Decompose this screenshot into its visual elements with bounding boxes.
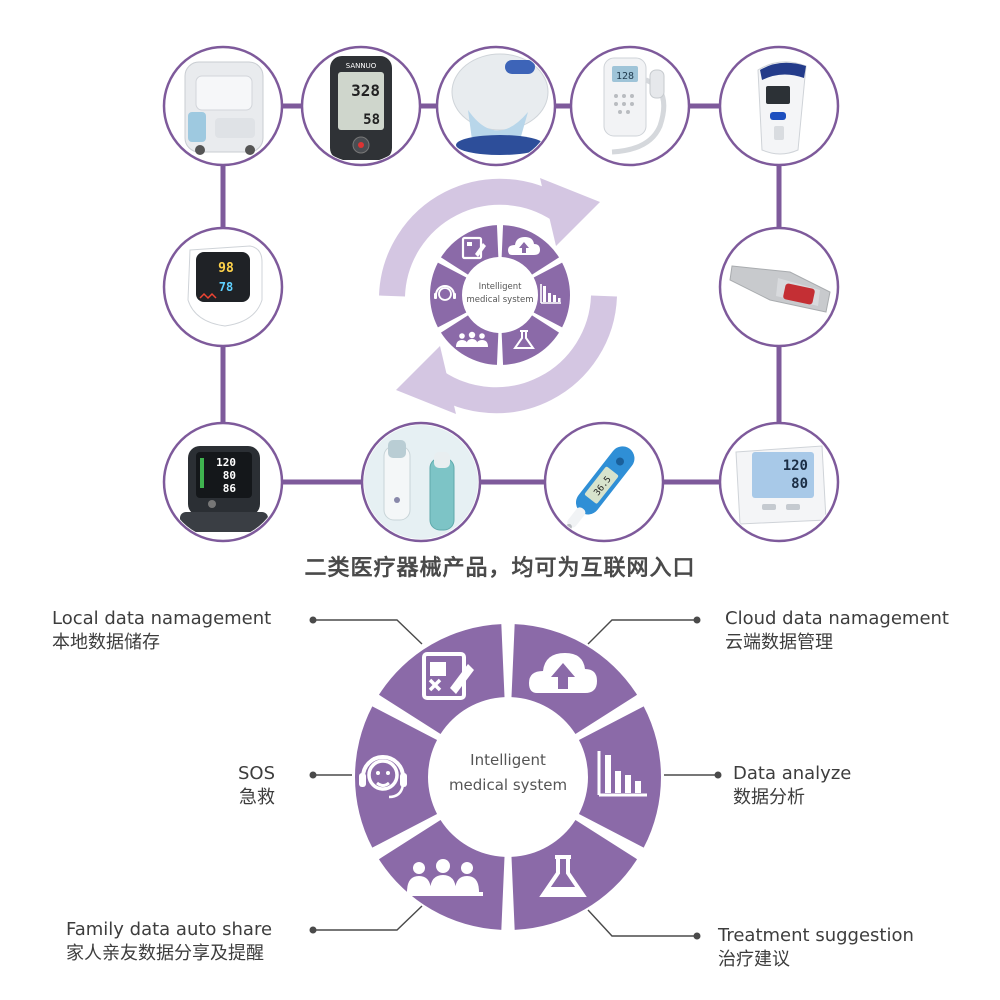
large-hub: Intelligent medical system <box>355 624 661 930</box>
arm-bp-reading-2: 80 <box>791 476 808 492</box>
device-pulse-oximeter: 98 78 <box>162 226 284 348</box>
small-ring-segment-local <box>440 225 499 275</box>
tagline: 二类医疗器械产品，均可为互联网入口 <box>304 556 696 581</box>
feature-local-zh: 本地数据储存 <box>52 632 160 653</box>
feature-treatment: Treatment suggestion 治疗建议 <box>718 924 914 972</box>
device-arm-cuff <box>718 226 840 348</box>
bar-chart-icon <box>597 751 647 797</box>
device-fetal-doppler: 128 <box>569 45 691 167</box>
feature-cloud-zh: 云端数据管理 <box>725 632 833 653</box>
feature-analyze-en: Data analyze <box>733 763 852 784</box>
small-ring-segment-treatment <box>501 315 560 365</box>
family-group-icon <box>403 859 483 896</box>
glucose-reading-2: 58 <box>363 112 380 128</box>
callout-cloud <box>587 619 697 645</box>
callout-dots <box>309 616 722 940</box>
feature-sos-zh: 急救 <box>239 787 275 808</box>
feature-family: Family data auto share 家人亲友数据分享及提醒 <box>66 918 272 966</box>
flask-icon <box>539 855 587 897</box>
small-ring-segment-family <box>440 315 499 365</box>
device-glucose-meter: SANNUO 328 58 <box>300 45 422 167</box>
feature-treatment-zh: 治疗建议 <box>718 949 790 970</box>
wrist-bp-reading-3: 86 <box>223 482 237 495</box>
oximeter-reading-2: 78 <box>219 280 233 294</box>
feature-treatment-en: Treatment suggestion <box>718 925 914 946</box>
small-ring-segment-sos <box>430 262 467 328</box>
callout-family <box>313 905 423 931</box>
large-ring-segment-local <box>378 624 505 735</box>
glucose-reading-1: 328 <box>351 81 380 100</box>
device-digital-thermometer: 36.5 <box>543 421 665 543</box>
small-hub <box>430 225 570 365</box>
headset-operator-icon <box>359 755 407 799</box>
feature-cloud-en: Cloud data namagement <box>725 608 949 629</box>
callout-treatment <box>587 909 697 937</box>
feature-sos: SOS 急救 <box>180 762 275 810</box>
device-wrist-blood-pressure: 120 80 86 <box>162 421 284 543</box>
glucose-brand-text: SANNUO <box>346 62 377 70</box>
feature-cloud: Cloud data namagement 云端数据管理 <box>725 607 949 655</box>
wrist-bp-reading-1: 120 <box>216 456 236 469</box>
device-oxygen-concentrator <box>162 45 284 167</box>
callout-local <box>313 619 423 645</box>
large-hub-title-line-1: Intelligent <box>470 751 546 769</box>
feature-local: Local data namagement 本地数据储存 <box>52 607 271 655</box>
feature-local-en: Local data namagement <box>52 608 272 629</box>
doppler-reading: 128 <box>616 71 634 82</box>
small-ring-segment-cloud <box>501 225 560 275</box>
small-ring-segment-analyze <box>533 262 570 328</box>
feature-sos-en: SOS <box>237 763 275 784</box>
sync-arrows-icon <box>379 178 617 414</box>
feature-analyze: Data analyze 数据分析 <box>733 762 851 810</box>
large-hub-title-line-2: medical system <box>449 776 567 794</box>
device-infrared-thermometer <box>718 45 840 167</box>
device-arm-blood-pressure-monitor: 120 80 <box>718 421 840 543</box>
feature-family-en: Family data auto share <box>66 919 273 940</box>
device-portable-nebulizer <box>360 421 482 543</box>
device-nebulizer-mask <box>435 45 557 167</box>
feature-family-zh: 家人亲友数据分享及提醒 <box>66 943 264 964</box>
callout-lines <box>313 619 718 937</box>
large-ring-segment-family <box>378 819 505 930</box>
large-ring-segment-treatment <box>511 819 638 930</box>
oximeter-reading-1: 98 <box>218 261 234 276</box>
cloud-upload-icon <box>529 653 597 693</box>
edit-document-icon <box>422 652 474 700</box>
feature-analyze-zh: 数据分析 <box>733 787 805 808</box>
wrist-bp-reading-2: 80 <box>223 469 236 482</box>
arm-bp-reading-1: 120 <box>783 458 808 474</box>
